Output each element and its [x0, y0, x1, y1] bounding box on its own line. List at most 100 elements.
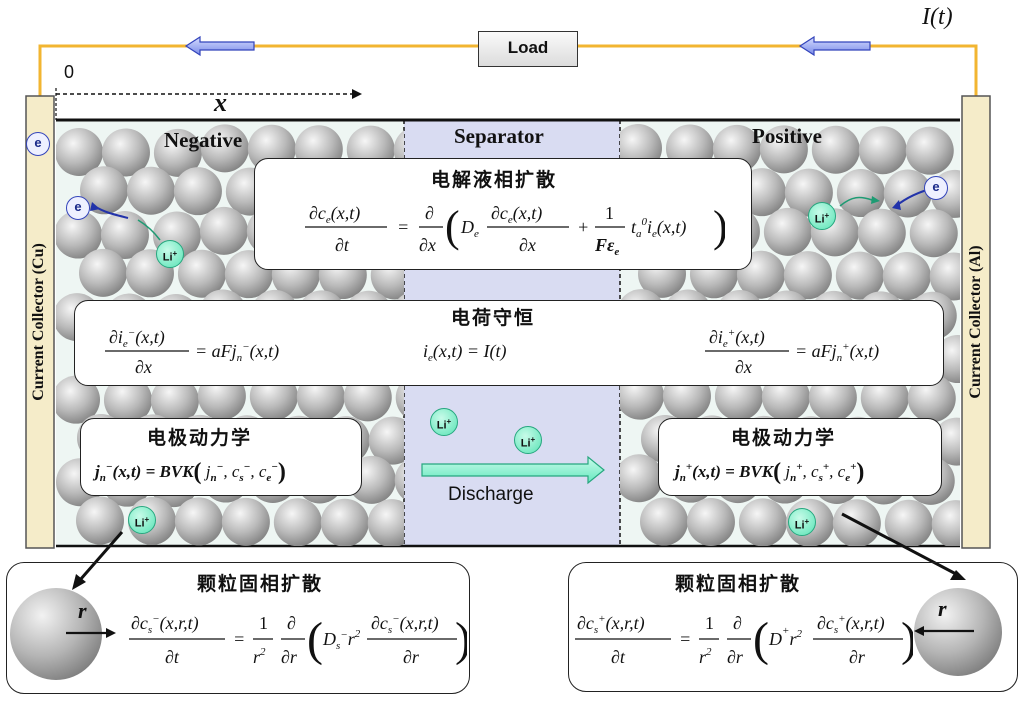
load-box: Load — [478, 31, 578, 67]
svg-text:∂r: ∂r — [727, 647, 744, 667]
electrode-particle — [763, 207, 812, 256]
electrolyte-diffusion-box: 电解液相扩散 ∂ce(x,t) ∂t = ∂ ∂x ( De ∂ce(x,t) … — [254, 158, 752, 270]
electrode-particle — [221, 497, 270, 546]
svg-text:De: De — [460, 217, 479, 240]
electrolyte-diffusion-equation: ∂ce(x,t) ∂t = ∂ ∂x ( De ∂ce(x,t) ∂x + 1 … — [305, 202, 725, 258]
particle-left-radius-label: r — [78, 598, 87, 623]
svg-text:r2: r2 — [699, 646, 712, 667]
electrode-particle — [174, 497, 223, 546]
electrode-particle — [56, 210, 102, 259]
svg-text:∂: ∂ — [287, 613, 296, 633]
svg-text:∂cs+(x,r,t): ∂cs+(x,r,t) — [577, 613, 645, 636]
electrode-particle — [811, 125, 860, 174]
svg-text:ie(x,t) = I(t): ie(x,t) = I(t) — [423, 341, 507, 364]
particle-diffusion-left-box: 颗粒固相扩散 ∂cs−(x,r,t) ∂t = 1 r2 ∂ ∂r ( Ds−r… — [6, 562, 470, 694]
electrode-particle — [273, 498, 322, 546]
li-ion-separator-1: Li+ — [430, 408, 458, 436]
electrode-particle — [394, 461, 404, 500]
svg-text:(: ( — [307, 613, 323, 666]
particle-diffusion-right-equation: ∂cs+(x,r,t) ∂t = 1 r2 ∂ ∂r ( D+r2 ∂cs+(x… — [575, 613, 913, 667]
svg-text:∂: ∂ — [425, 203, 434, 223]
electrode-particle — [835, 251, 884, 300]
svg-text:1: 1 — [259, 613, 268, 633]
electron-collector-left: e — [26, 132, 50, 156]
region-separator-label: Separator — [454, 124, 544, 148]
svg-text:∂x: ∂x — [519, 235, 536, 255]
load-label: Load — [507, 38, 549, 57]
particle-right-radius-label: r — [938, 596, 947, 621]
svg-text:=: = — [397, 217, 409, 237]
svg-text:∂cs+(x,r,t): ∂cs+(x,r,t) — [817, 613, 885, 636]
svg-text:1: 1 — [605, 203, 614, 223]
svg-text:∂r: ∂r — [403, 647, 420, 667]
svg-text:): ) — [455, 613, 467, 666]
particle-diffusion-left-equation: ∂cs−(x,r,t) ∂t = 1 r2 ∂ ∂r ( Ds−r2 ∂cs−(… — [129, 613, 467, 667]
electrode-particle — [367, 499, 404, 546]
svg-text:∂cs−(x,r,t): ∂cs−(x,r,t) — [371, 613, 439, 636]
electrode-particle — [320, 498, 369, 546]
current-label: I(t) — [922, 4, 953, 30]
region-negative-label: Negative — [164, 128, 243, 152]
svg-text:∂ie+(x,t): ∂ie+(x,t) — [709, 327, 765, 350]
collector-left-label: Current Collector (Cu) — [30, 243, 47, 401]
electrode-particle — [100, 211, 149, 259]
svg-text:D+r2: D+r2 — [768, 625, 802, 649]
origin-label: 0 — [64, 62, 75, 82]
electrode-particle — [79, 248, 127, 297]
electrode-particle — [738, 498, 787, 546]
charge-conservation-box: 电荷守恒 ∂ie−(x,t) ∂x = aFjn−(x,t) ie(x,t) =… — [74, 300, 944, 386]
kinetics-right-box: 电极动力学 jn+(x,t) = BVK( jn+, cs+, ce+) — [658, 418, 942, 496]
electrode-particle — [103, 376, 152, 425]
svg-text:): ) — [901, 613, 913, 666]
particle-diffusion-right-title: 颗粒固相扩散 — [675, 573, 802, 595]
svg-text:(: ( — [753, 613, 769, 666]
kinetics-left-title: 电极动力学 — [147, 427, 253, 449]
electrode-particle — [395, 379, 404, 416]
electrode-particle — [126, 166, 175, 215]
kinetics-right-equation: jn+(x,t) = BVK( jn+, cs+, ce+) — [672, 459, 864, 485]
particle-diffusion-left-title: 颗粒固相扩散 — [197, 573, 324, 595]
electron-positive: e — [924, 176, 948, 200]
region-positive-label: Positive — [752, 124, 822, 148]
svg-text:= aFjn−(x,t): = aFjn−(x,t) — [195, 341, 279, 364]
svg-text:Fεe: Fεe — [594, 235, 619, 258]
svg-text:∂ie−(x,t): ∂ie−(x,t) — [109, 327, 165, 350]
electrode-particle — [882, 252, 931, 301]
svg-text:∂r: ∂r — [849, 647, 866, 667]
electrode-particle — [101, 128, 150, 177]
electrode-particle — [76, 496, 124, 545]
svg-text:∂ce(x,t): ∂ce(x,t) — [309, 203, 360, 226]
electrode-particle — [200, 124, 249, 173]
li-ion-negative-bottom: Li+ — [128, 506, 156, 534]
svg-text:∂x: ∂x — [735, 357, 752, 377]
kinetics-left-box: 电极动力学 jn−(x,t) = BVK( jn−, cs−, ce−) — [80, 418, 362, 496]
electrode-particle — [836, 169, 885, 218]
svg-text:jn+(x,t) = BVK( jn+, cs+, ce+): jn+(x,t) = BVK( jn+, cs+, ce+) — [672, 459, 864, 485]
charge-conservation-equations: ∂ie−(x,t) ∂x = aFjn−(x,t) ie(x,t) = I(t)… — [105, 327, 879, 377]
kinetics-left-equation: jn−(x,t) = BVK( jn−, cs−, ce−) — [92, 459, 286, 485]
svg-text:jn−(x,t) = BVK( jn−, cs−, ce−): jn−(x,t) = BVK( jn−, cs−, ce−) — [92, 459, 286, 485]
electrode-particle — [153, 128, 202, 177]
svg-text:r2: r2 — [253, 646, 266, 667]
discharge-label: Discharge — [448, 484, 534, 505]
electrode-particle — [177, 249, 226, 298]
electrode-particle — [931, 500, 960, 546]
electrode-particle — [783, 251, 832, 300]
svg-text:): ) — [713, 202, 725, 251]
svg-text:∂t: ∂t — [611, 647, 626, 667]
collector-right-label: Current Collector (Al) — [967, 245, 984, 399]
li-ion-positive-top: Li+ — [808, 202, 836, 230]
x-axis-label: x — [214, 88, 227, 117]
svg-text:∂x: ∂x — [419, 235, 436, 255]
electron-negative: e — [66, 196, 90, 220]
electrode-particle — [929, 252, 960, 301]
electrode-particle — [858, 126, 907, 175]
li-ion-negative-top: Li+ — [156, 240, 184, 268]
electrode-particle — [56, 375, 100, 424]
electrode-particle — [905, 126, 954, 175]
svg-text:= aFjn+(x,t): = aFjn+(x,t) — [795, 341, 879, 364]
svg-text:∂ce(x,t): ∂ce(x,t) — [491, 203, 542, 226]
particle-diffusion-right-box: 颗粒固相扩散 ∂cs+(x,r,t) ∂t = 1 r2 ∂ ∂r ( D+r2… — [568, 562, 1018, 692]
svg-text:Ds−r2: Ds−r2 — [322, 628, 361, 652]
svg-text:∂r: ∂r — [281, 647, 298, 667]
